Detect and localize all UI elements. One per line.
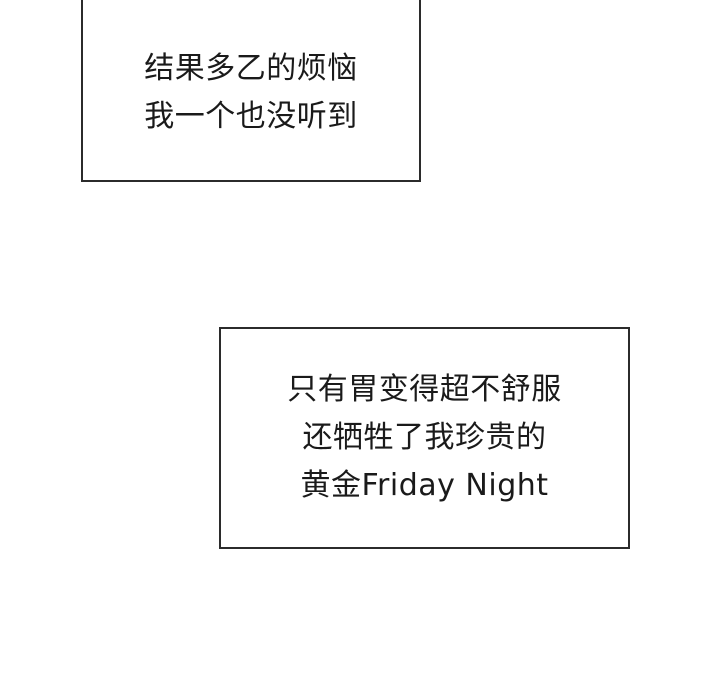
caption-line: 我一个也没听到: [144, 99, 358, 134]
caption-box-1: 结果多乙的烦恼 我一个也没听到: [81, 0, 421, 182]
caption-box-2: 只有胃变得超不舒服 还牺牲了我珍贵的 黄金Friday Night: [219, 327, 630, 549]
caption-line: 还牺牲了我珍贵的: [302, 420, 547, 455]
caption-line: 结果多乙的烦恼: [144, 51, 358, 86]
caption-line: 只有胃变得超不舒服: [287, 372, 562, 407]
caption-line: 黄金Friday Night: [300, 468, 549, 503]
